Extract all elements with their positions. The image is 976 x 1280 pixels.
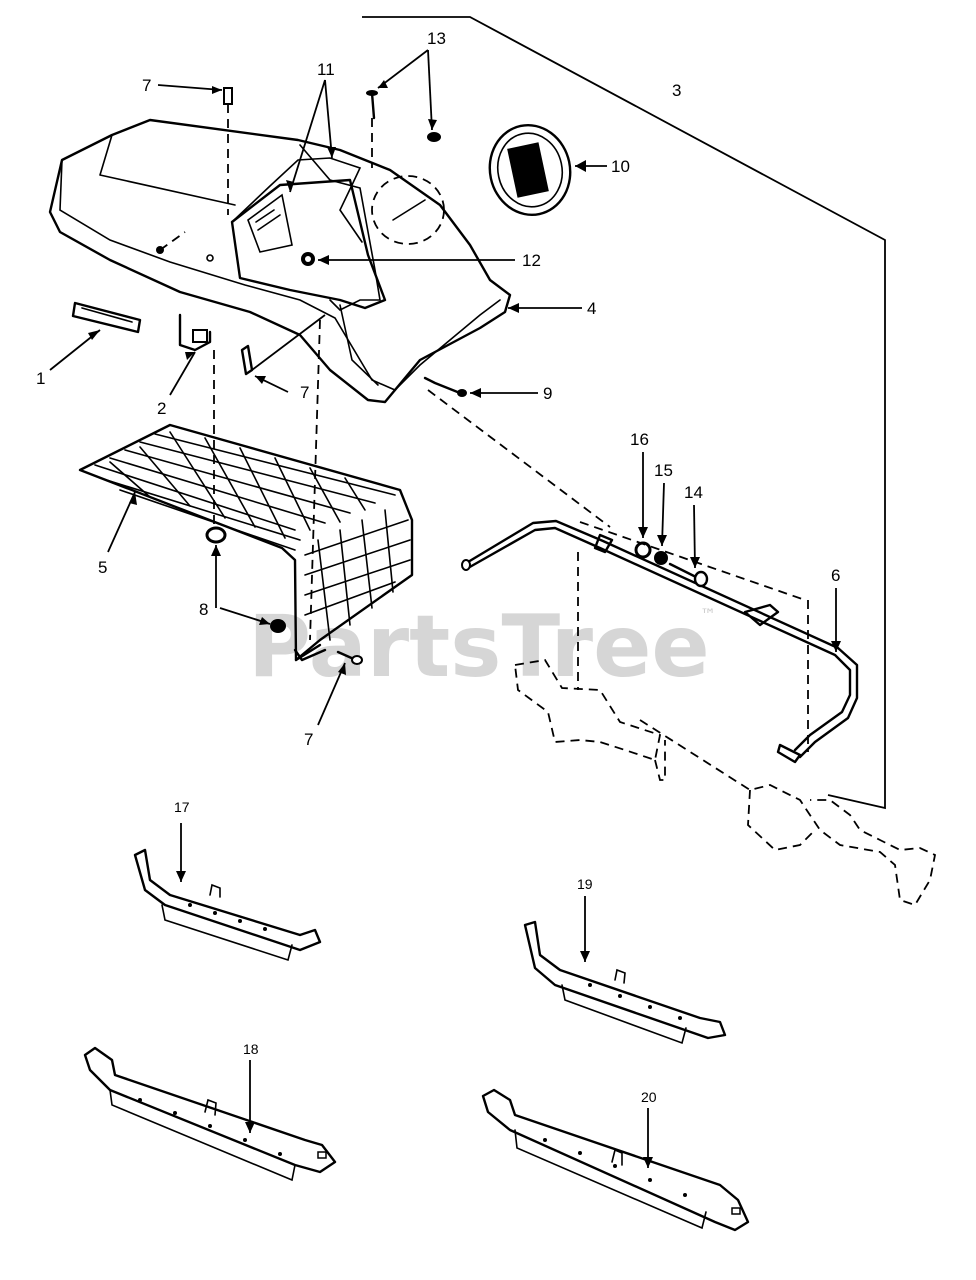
callout-1: 1 bbox=[36, 369, 45, 388]
part-nut-12 bbox=[301, 252, 315, 266]
part-grass-screen bbox=[78, 423, 414, 662]
part-bracket-20 bbox=[481, 1088, 750, 1232]
part-pin-7-middle bbox=[240, 314, 326, 641]
part-bracket-17 bbox=[133, 848, 322, 962]
callout-7-top: 7 bbox=[142, 76, 151, 95]
part-window-frame bbox=[230, 178, 387, 310]
callout-7-middle: 7 bbox=[300, 383, 309, 402]
phantom-mounting-frame bbox=[427, 389, 937, 907]
callout-labels: 1 2 3 4 5 6 7 7 7 8 9 10 11 12 13 14 15 … bbox=[36, 29, 840, 1105]
callout-10: 10 bbox=[611, 157, 630, 176]
callout-19: 19 bbox=[577, 876, 593, 892]
part-bracket-19 bbox=[523, 920, 727, 1045]
part-screw-13 bbox=[366, 90, 441, 168]
part-support-rod bbox=[461, 519, 859, 764]
watermark: PartsTree bbox=[248, 597, 710, 697]
callout-20: 20 bbox=[641, 1089, 657, 1105]
callout-16: 16 bbox=[630, 430, 649, 449]
callout-14: 14 bbox=[684, 483, 703, 502]
part-housing bbox=[48, 118, 512, 404]
callout-15: 15 bbox=[654, 461, 673, 480]
callout-3: 3 bbox=[672, 81, 681, 100]
callout-18: 18 bbox=[243, 1041, 259, 1057]
watermark-trademark: ™ bbox=[700, 605, 716, 624]
callout-11: 11 bbox=[317, 60, 335, 79]
callout-13: 13 bbox=[427, 29, 446, 48]
callout-6: 6 bbox=[831, 566, 840, 585]
callout-5: 5 bbox=[98, 558, 107, 577]
callout-2: 2 bbox=[157, 399, 166, 418]
callout-17: 17 bbox=[174, 799, 190, 815]
arrowheads bbox=[88, 80, 841, 1168]
callout-9: 9 bbox=[543, 384, 552, 403]
part-bracket-18 bbox=[83, 1046, 337, 1182]
callout-12: 12 bbox=[522, 251, 541, 270]
part-pin-7-bottom bbox=[336, 650, 363, 665]
part-deflector-ring bbox=[488, 124, 572, 216]
part-hardware-14-16 bbox=[634, 541, 709, 588]
part-spacer-8 bbox=[205, 526, 286, 633]
callout-8: 8 bbox=[199, 600, 208, 619]
part-pin-7-top bbox=[223, 87, 233, 215]
callout-4: 4 bbox=[587, 299, 596, 318]
assembly-bracket-3 bbox=[362, 16, 886, 810]
callout-7-bottom: 7 bbox=[304, 730, 313, 749]
part-bolt-9 bbox=[423, 376, 467, 397]
part-decal bbox=[71, 231, 186, 334]
